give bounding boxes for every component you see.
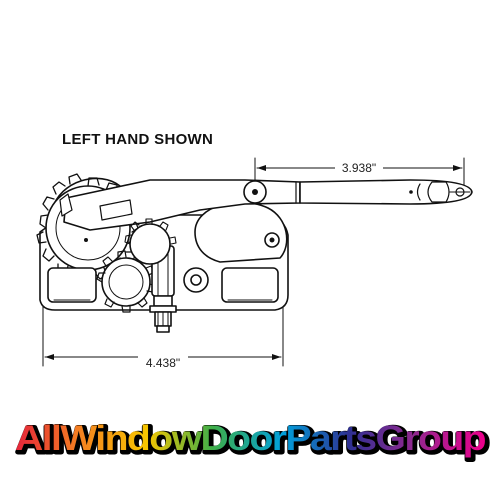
diagram-caption: LEFT HAND SHOWN — [62, 131, 214, 148]
mount-gear — [124, 218, 177, 265]
brand-text-shadow: AllWindowDoorPartsGroup — [17, 421, 487, 460]
spline-stud — [149, 295, 177, 333]
mounting-hole — [84, 238, 88, 242]
housing-pocket-right — [221, 267, 279, 303]
housing-pocket-left — [47, 267, 97, 303]
brand-logo: AllWindowDoorPartsGroup AllWindowDoorPar… — [15, 419, 491, 463]
mounting-hole — [269, 237, 275, 243]
arm-length-dimension — [254, 157, 465, 191]
body-width-label: 4.438" — [146, 356, 180, 370]
gearbox-cover — [194, 201, 288, 263]
arm-length-label: 3.938" — [342, 161, 376, 175]
brand-text: AllWindowDoorPartsGroup — [15, 419, 485, 458]
operator-arm — [63, 179, 473, 231]
body-width-dimension — [42, 295, 284, 367]
link-bar — [59, 193, 73, 217]
